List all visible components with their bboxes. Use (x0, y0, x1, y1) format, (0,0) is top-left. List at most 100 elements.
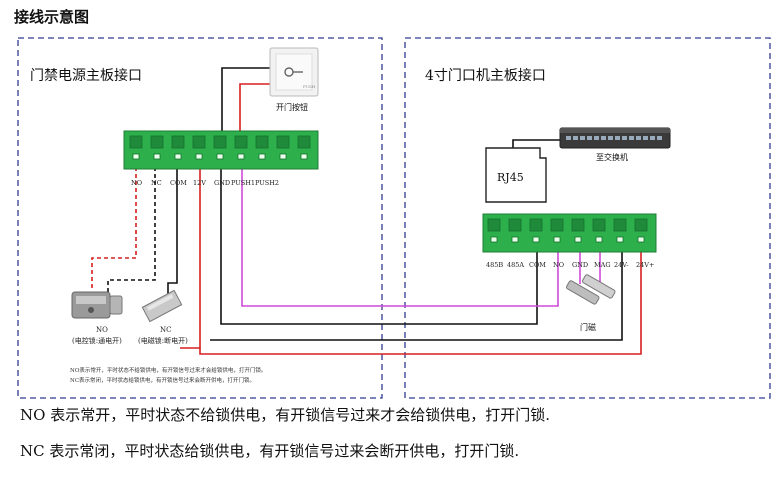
right-terminal-slot (550, 218, 564, 232)
right-terminal-screw (616, 236, 624, 243)
switch-port (587, 136, 592, 140)
right-terminal-screw (574, 236, 582, 243)
exit-button-brand: PUSH (303, 84, 316, 89)
wire-rj45-switch (512, 139, 560, 148)
right-terminal-block (482, 213, 657, 253)
left-terminal-slot (213, 135, 227, 149)
left-terminal-slot (297, 135, 311, 149)
left-terminal-slot (129, 135, 143, 149)
left-terminal-screw (279, 153, 287, 160)
wire-com-black (167, 160, 178, 298)
wire-gnd-black (220, 160, 538, 325)
right-terminal-slot (487, 218, 501, 232)
no-lock-caption: (电控锁:通电开) (72, 336, 122, 345)
rj45-icon (485, 147, 547, 203)
left-terminal-block (123, 130, 319, 170)
electric-lock-icon (71, 291, 123, 319)
switch-port (657, 136, 662, 140)
left-terminal-slot (255, 135, 269, 149)
wire-exit-black (221, 67, 272, 150)
right-terminal-screw (637, 236, 645, 243)
wires (91, 67, 642, 355)
left-terminal-screw (300, 153, 308, 160)
switch-port (615, 136, 620, 140)
terminal-no: NO (131, 179, 142, 187)
nc-lock-caption: (电磁锁:断电开) (138, 336, 188, 345)
left-terminal-slot (276, 135, 290, 149)
door-sensor-label: 门磁 (580, 322, 596, 332)
magnetic-lock-icon (141, 289, 183, 323)
switch-label: 至交换机 (596, 152, 628, 162)
terminal-485b: 485B (486, 261, 503, 269)
terminal-push1: PUSH1 (231, 179, 255, 187)
wire-nc-dashed (107, 160, 156, 292)
right-terminal-screw (511, 236, 519, 243)
left-terminal-slot (234, 135, 248, 149)
terminal-24v-plus: 24V+ (636, 261, 654, 269)
left-terminal-slot (192, 135, 206, 149)
left-terminal-screw (174, 153, 182, 160)
note-no: NO 表示常开，平时状态不给锁供电，有开锁信号过来才会给锁供电，打开门锁. (20, 406, 550, 424)
switch-port (601, 136, 606, 140)
wire-exit-red (239, 83, 272, 150)
switch-port (608, 136, 613, 140)
switch-port (636, 136, 641, 140)
right-panel-title: 4寸门口机主板接口 (425, 67, 546, 84)
terminal-com: COM (170, 179, 187, 187)
right-terminal-slot (592, 218, 606, 232)
left-footnote-1: NO表示常开，平时状态不给锁供电，有开锁信号过来才会给锁供电，打开门锁。 (70, 366, 266, 374)
switch-port (629, 136, 634, 140)
terminal-gnd-right: GND (572, 261, 588, 269)
left-terminal-screw (216, 153, 224, 160)
terminal-mag: MAG (594, 261, 611, 269)
right-terminal-screw (532, 236, 540, 243)
terminal-24v-minus: 24V- (614, 261, 629, 269)
right-panel-border (404, 37, 771, 399)
left-terminal-slot (171, 135, 185, 149)
left-terminal-screw (237, 153, 245, 160)
terminal-nc: NC (151, 179, 162, 187)
wire-black-24v (210, 237, 623, 341)
left-terminal-screw (153, 153, 161, 160)
right-terminal-labels: 485B 485A COM NO GND MAG 24V- 24V+ (486, 261, 654, 269)
note-nc: NC 表示常闭，平时状态给锁供电，有开锁信号过来会断开供电，打开门锁. (20, 442, 520, 460)
wire-no-dashed (91, 160, 137, 290)
left-terminal-slot (150, 135, 164, 149)
nc-lock-label: NC (160, 326, 171, 334)
switch-port (650, 136, 655, 140)
left-terminal-labels: NO NC COM 12V GND PUSH1 PUSH2 (131, 179, 279, 187)
left-terminal-screw (258, 153, 266, 160)
right-terminal-screw (490, 236, 498, 243)
left-panel-border (17, 37, 383, 399)
left-panel-title: 门禁电源主板接口 (30, 67, 142, 84)
terminal-no-right: NO (553, 261, 564, 269)
terminal-485a: 485A (507, 261, 524, 269)
left-footnote-2: NC表示常闭，平时状态给锁供电，有开锁信号过来会断开供电，打开门锁。 (70, 376, 255, 384)
right-terminal-slot (634, 218, 648, 232)
door-sensor-icon (566, 274, 616, 305)
terminal-push2: PUSH2 (255, 179, 279, 187)
page-title: 接线示意图 (14, 8, 90, 26)
right-terminal-screw (595, 236, 603, 243)
switch-port (566, 136, 571, 140)
terminal-gnd: GND (214, 179, 230, 187)
switch-port (580, 136, 585, 140)
wire-red-24v (199, 237, 642, 355)
network-switch-icon (559, 127, 671, 149)
exit-button: PUSH (269, 47, 319, 97)
left-terminal-screw (195, 153, 203, 160)
switch-port (573, 136, 578, 140)
right-terminal-slot (529, 218, 543, 232)
left-terminal-screw (132, 153, 140, 160)
switch-port (622, 136, 627, 140)
no-lock-label: NO (96, 326, 108, 334)
right-terminal-slot (613, 218, 627, 232)
right-terminal-screw (553, 236, 561, 243)
rj45-label: RJ45 (497, 171, 524, 184)
right-terminal-slot (571, 218, 585, 232)
terminal-12v: 12V (193, 179, 206, 187)
switch-port (643, 136, 648, 140)
terminal-com-right: COM (529, 261, 546, 269)
switch-port (594, 136, 599, 140)
